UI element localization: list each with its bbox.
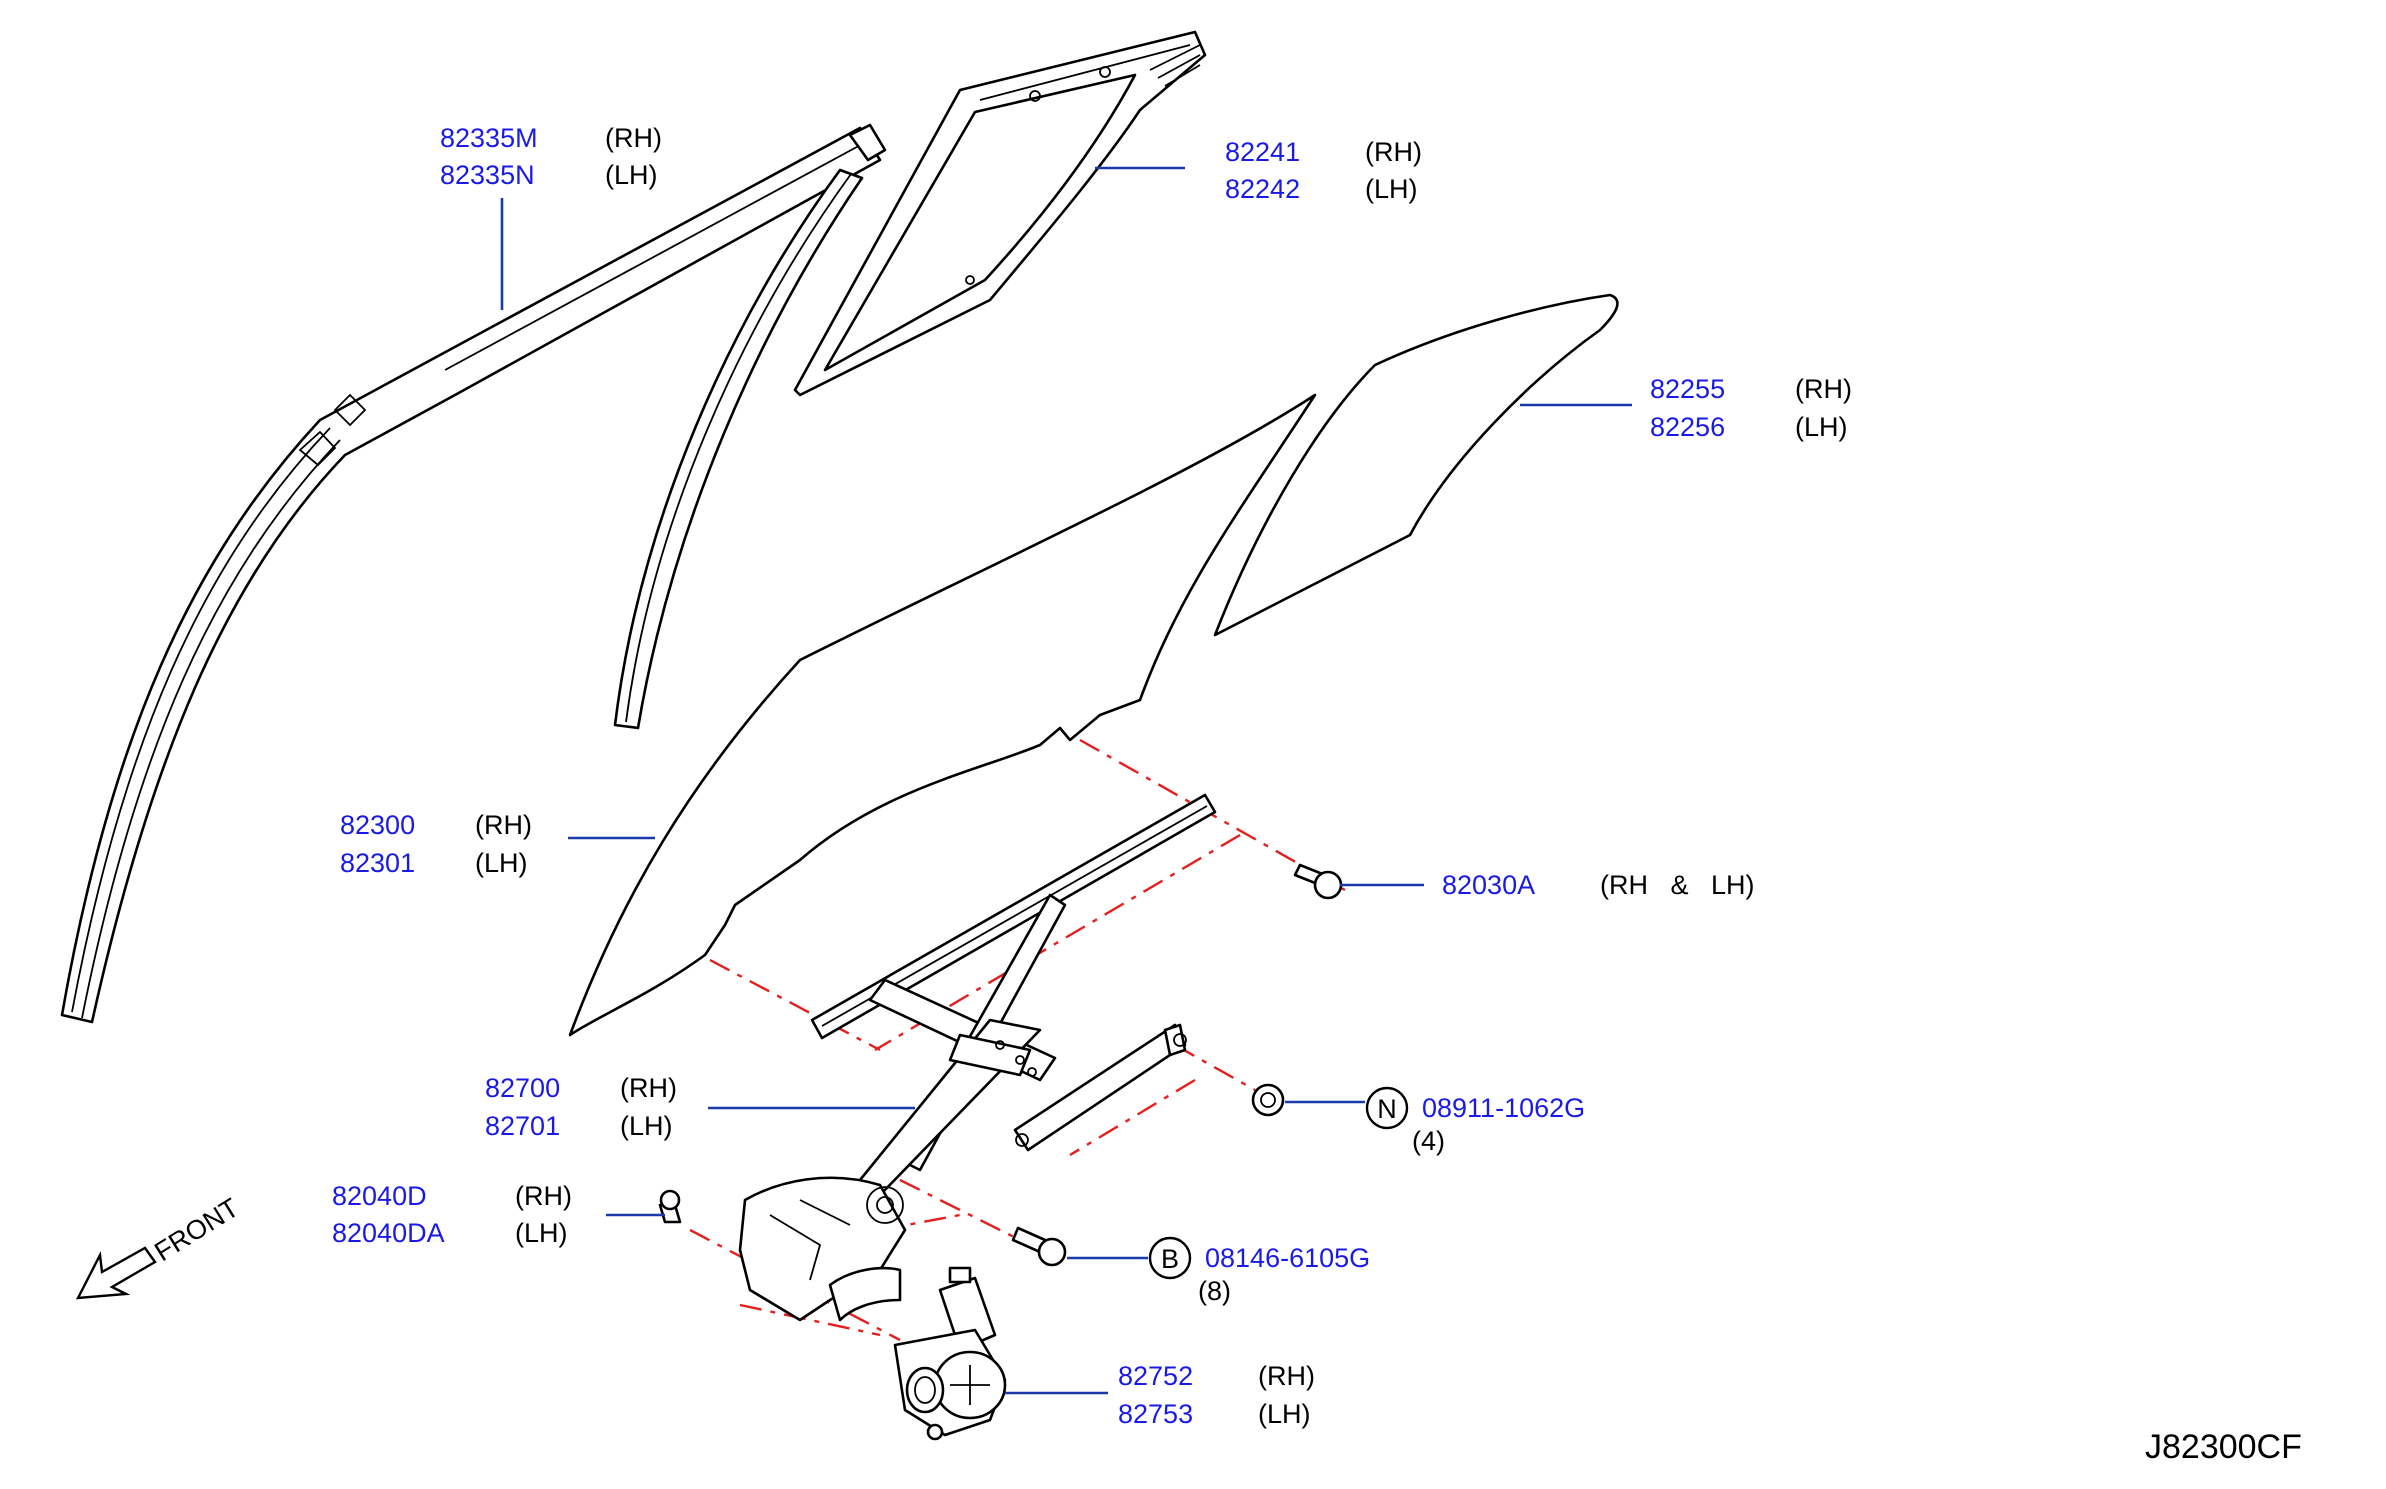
part-number: 82300 <box>340 810 415 840</box>
part-number: 82241 <box>1225 137 1300 167</box>
part-number: 08146-6105G <box>1205 1243 1370 1273</box>
part-number: 82753 <box>1118 1399 1193 1429</box>
part-number: 82752 <box>1118 1361 1193 1391</box>
part-number: 08911-1062G <box>1422 1093 1585 1123</box>
side-label: (LH) <box>1365 174 1418 204</box>
door-glass-drawing <box>568 393 1317 1037</box>
callout-motor: 82752 (RH) 82753 (LH) <box>1118 1361 1315 1429</box>
nut-badge-letter: N <box>1377 1094 1397 1124</box>
callout-door-glass: 82300 (RH) 82301 (LH) <box>340 810 532 878</box>
side-label: (LH) <box>1258 1399 1311 1429</box>
part-number: 82335N <box>440 160 535 190</box>
diagram-code: J82300CF <box>2145 1428 2302 1466</box>
callout-regulator-bolt: 82040D (RH) 82040DA (LH) <box>332 1181 572 1248</box>
front-label: FRONT <box>149 1192 244 1267</box>
regulator-drawing <box>738 793 1217 1322</box>
side-label: (RH) <box>1365 137 1422 167</box>
part-number: 82256 <box>1650 412 1725 442</box>
callout-regulator: 82700 (RH) 82701 (LH) <box>485 1073 677 1141</box>
side-label: (RH) <box>605 123 662 153</box>
side-label: (LH) <box>620 1111 673 1141</box>
part-number: 82700 <box>485 1073 560 1103</box>
callout-moulding: 82335M (RH) 82335N (LH) <box>440 123 662 190</box>
nut-badge-circle <box>1365 1086 1409 1130</box>
side-label: (LH) <box>515 1218 568 1248</box>
side-label: (RH) <box>515 1181 572 1211</box>
part-number: 82255 <box>1650 374 1725 404</box>
regulator-bolt-drawing <box>658 1189 682 1224</box>
partition-glass-drawing <box>1213 293 1619 637</box>
bolt-b-drawing <box>1011 1226 1067 1267</box>
part-number: 82040DA <box>332 1218 445 1248</box>
callout-partition-glass: 82255 (RH) 82256 (LH) <box>1650 374 1852 442</box>
side-label: (RH) <box>1258 1361 1315 1391</box>
quantity-label: (4) <box>1412 1126 1445 1156</box>
callout-glass-bolt: 82030A (RH & LH) <box>1442 870 1755 900</box>
part-number: 82301 <box>340 848 415 878</box>
part-number: 82242 <box>1225 174 1300 204</box>
side-label: (RH & LH) <box>1600 870 1755 900</box>
run-channel-drawing <box>613 168 864 730</box>
side-label: (RH) <box>475 810 532 840</box>
motor-drawing <box>893 1266 1007 1441</box>
sash-drawing <box>793 30 1207 397</box>
quantity-label: (8) <box>1198 1276 1231 1306</box>
side-label: (LH) <box>1795 412 1848 442</box>
callout-nut: N 08911-1062G (4) <box>1365 1086 1585 1156</box>
moulding-drawing <box>60 123 887 1024</box>
bolt-badge-circle <box>1148 1236 1192 1280</box>
side-label: (RH) <box>620 1073 677 1103</box>
bolt-badge-letter: B <box>1161 1244 1179 1274</box>
callout-bolt: B 08146-6105G (8) <box>1148 1236 1370 1306</box>
leader-lines <box>500 166 1632 1395</box>
part-number: 82030A <box>1442 870 1535 900</box>
front-arrow-icon <box>75 1246 157 1300</box>
callout-sash: 82241 (RH) 82242 (LH) <box>1225 137 1422 204</box>
part-number: 82701 <box>485 1111 560 1141</box>
side-label: (LH) <box>475 848 528 878</box>
part-number: 82040D <box>332 1181 427 1211</box>
nut-drawing <box>1251 1083 1285 1117</box>
part-number: 82335M <box>440 123 538 153</box>
front-indicator: FRONT <box>75 1192 244 1300</box>
side-label: (RH) <box>1795 374 1852 404</box>
glass-bolt-drawing <box>1293 863 1343 900</box>
side-label: (LH) <box>605 160 658 190</box>
